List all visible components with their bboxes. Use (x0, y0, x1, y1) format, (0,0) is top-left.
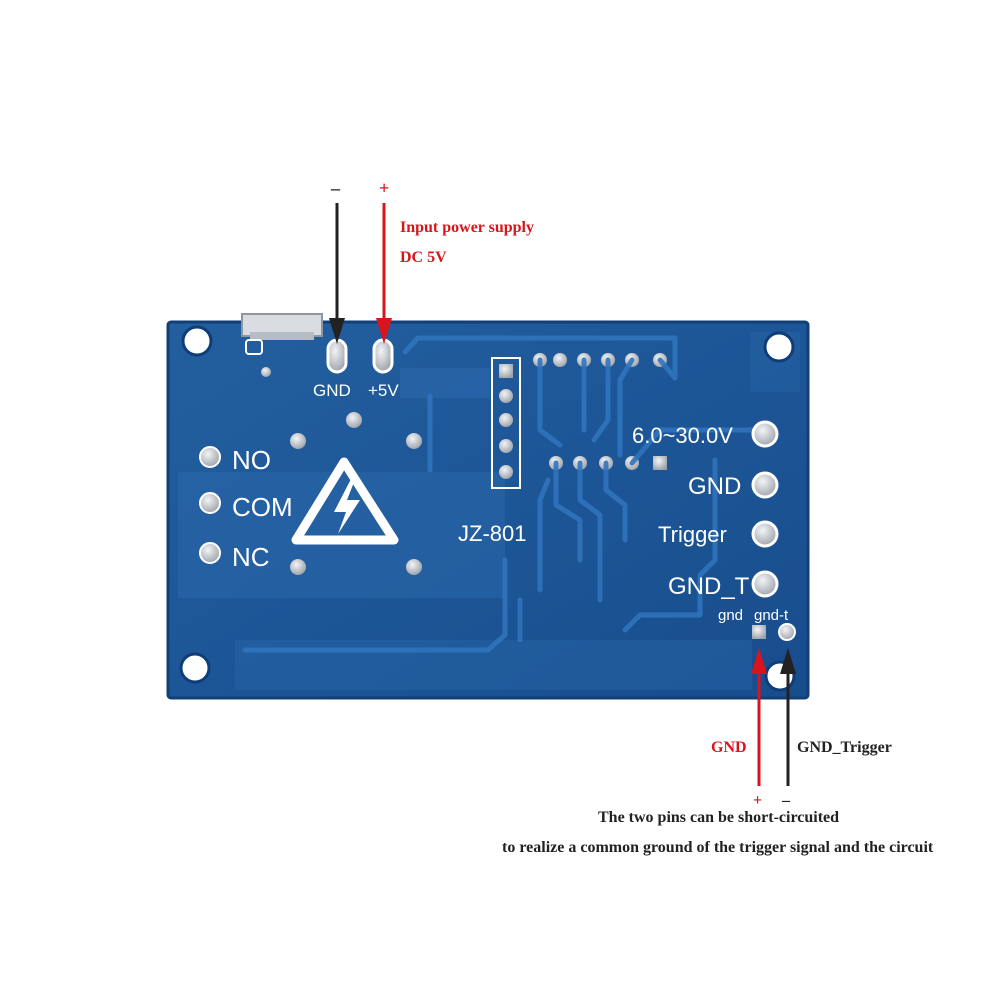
gnd-t-small-label: gnd-t (754, 607, 789, 624)
plus5v-silk-label: +5V (368, 381, 399, 400)
nc-label: NC (232, 542, 270, 572)
nc-terminal-pad (199, 542, 221, 564)
mounting-hole-bottom-left (179, 652, 211, 684)
voltage-range-label: 6.0~30.0V (632, 423, 733, 448)
relay-coil-pads (290, 412, 422, 575)
input-voltage-label: DC 5V (400, 249, 447, 266)
gnd-trigger-up-arrow (780, 648, 796, 786)
trigger-label: Trigger (658, 522, 727, 547)
gnd-t-terminal-pad (751, 570, 779, 598)
input-power-title: Input power supply (400, 219, 534, 236)
bottom-plus-sign: + (753, 792, 762, 809)
pcb-traces (242, 335, 763, 653)
note-line-1: The two pins can be short-circuited (598, 809, 839, 826)
gnd-small-label: gnd (718, 607, 743, 624)
bottom-gnd-label: GND (711, 739, 747, 756)
vin-terminal-pad (751, 420, 779, 448)
gnd-right-label: GND (688, 473, 741, 500)
mounting-hole-top-right (763, 331, 795, 363)
bottom-gnd-trigger-label: GND_Trigger (797, 739, 892, 756)
top-plus-sign: + (379, 178, 389, 198)
no-label: NO (232, 445, 271, 475)
programming-header (491, 357, 521, 489)
top-power-annotation: – + Input power supply DC 5V (329, 178, 534, 344)
pcb-board: GND +5V NO COM NC (166, 313, 810, 700)
copper-fill-left (178, 472, 505, 598)
gnd-pad (326, 338, 348, 374)
gnd-terminal-pad (751, 471, 779, 499)
bottom-trigger-annotation: GND GND_Trigger + – The two pins can be … (502, 648, 934, 856)
gnd-up-arrow (751, 648, 767, 786)
high-voltage-warning-icon (291, 457, 399, 545)
short-circuit-pads: gnd gnd-t (718, 607, 796, 641)
gnd-arrow (329, 203, 345, 344)
top-minus-sign: – (330, 178, 341, 198)
mounting-hole-top-left (181, 325, 213, 357)
no-terminal-pad (199, 446, 221, 468)
gnd-silk-label: GND (313, 381, 351, 400)
trigger-terminal-pad (751, 520, 779, 548)
mounting-holes (179, 325, 796, 692)
plus5v-pad (372, 338, 394, 374)
copper-fill-top (400, 368, 490, 398)
bottom-minus-sign: – (781, 792, 791, 809)
com-label: COM (232, 492, 293, 522)
model-label: JZ-801 (458, 521, 526, 546)
plus5v-arrow (376, 203, 392, 344)
note-line-2: to realize a common ground of the trigge… (502, 839, 934, 856)
gnd-t-label: GND_T (668, 573, 750, 600)
micro-usb-connector (241, 313, 323, 377)
relay-terminals: NO COM NC (199, 445, 293, 572)
right-terminal-pads: 6.0~30.0V GND Trigger GND_T (632, 420, 779, 600)
com-terminal-pad (199, 492, 221, 514)
